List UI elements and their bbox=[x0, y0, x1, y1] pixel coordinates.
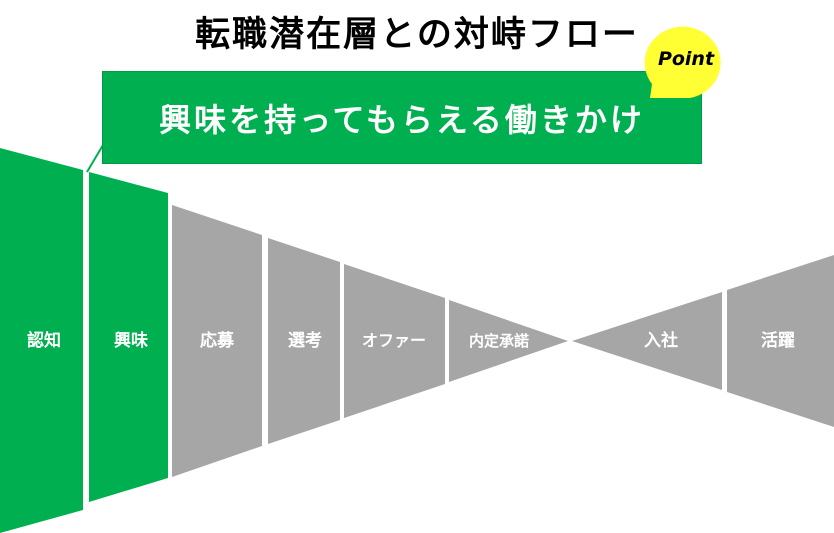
stage-label: 選考 bbox=[288, 330, 322, 351]
stage-segment-interest bbox=[89, 172, 168, 502]
stage-segment-activity bbox=[727, 255, 834, 427]
stage-segment-offer bbox=[344, 264, 445, 418]
stage-segment-screening bbox=[268, 238, 340, 444]
stage-label: 入社 bbox=[644, 330, 678, 351]
stage-label: 活躍 bbox=[761, 330, 795, 351]
stage-label: 内定承諾 bbox=[469, 332, 529, 350]
stage-segment-apply bbox=[172, 205, 262, 477]
stage-label: オファー bbox=[362, 331, 426, 350]
stage-segment-awareness bbox=[0, 148, 83, 533]
stage-label: 興味 bbox=[114, 330, 148, 351]
callout-text: 興味を持ってもらえる働きかけ bbox=[159, 100, 645, 139]
callout-pointer bbox=[86, 144, 104, 173]
page-title: 転職潜在層との対峙フロー bbox=[195, 15, 639, 55]
stage-segment-joining bbox=[572, 292, 722, 390]
stage-segment-acceptance bbox=[449, 300, 568, 382]
stage-label: 応募 bbox=[200, 330, 235, 351]
callout-box: 興味を持ってもらえる働きかけ bbox=[102, 71, 702, 164]
stage-label: 認知 bbox=[27, 330, 61, 351]
